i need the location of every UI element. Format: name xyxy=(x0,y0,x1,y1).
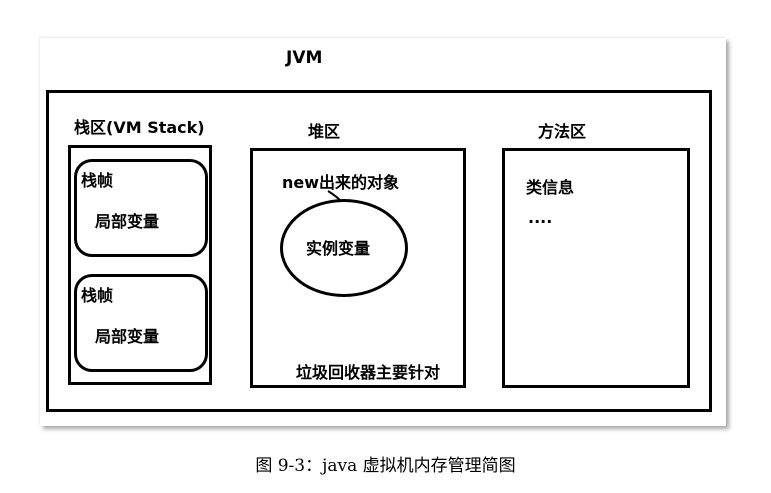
heap-area-label: 堆区 xyxy=(308,122,341,141)
more-ellipsis: .... xyxy=(528,208,553,227)
heap-object-label: new出来的对象 xyxy=(282,173,400,192)
method-area-box xyxy=(502,148,690,388)
stack-frame: 栈帧 局部变量 xyxy=(74,159,208,257)
stack-frame-title: 栈帧 xyxy=(81,171,114,190)
stack-area-box xyxy=(68,145,212,385)
jvm-title: JVM xyxy=(286,48,323,68)
heap-area-box xyxy=(250,148,466,388)
instance-variables-label: 实例变量 xyxy=(306,239,371,258)
object-ellipse xyxy=(280,199,408,297)
figure-caption: 图 9-3：java 虚拟机内存管理简图 xyxy=(255,456,516,476)
stack-frame: 栈帧 局部变量 xyxy=(74,274,208,372)
stack-frame-title: 栈帧 xyxy=(81,286,114,305)
gc-target-note: 垃圾回收器主要针对 xyxy=(296,363,441,382)
jvm-box xyxy=(46,90,712,412)
stack-area-label: 栈区(VM Stack) xyxy=(74,118,205,137)
local-variables-label: 局部变量 xyxy=(95,327,160,346)
local-variables-label: 局部变量 xyxy=(95,212,160,231)
class-info-label: 类信息 xyxy=(526,178,575,197)
method-area-label: 方法区 xyxy=(538,122,587,141)
diagram-panel: JVM 栈区(VM Stack) 栈帧 局部变量 栈帧 局部变量 堆区 new出… xyxy=(40,38,726,426)
